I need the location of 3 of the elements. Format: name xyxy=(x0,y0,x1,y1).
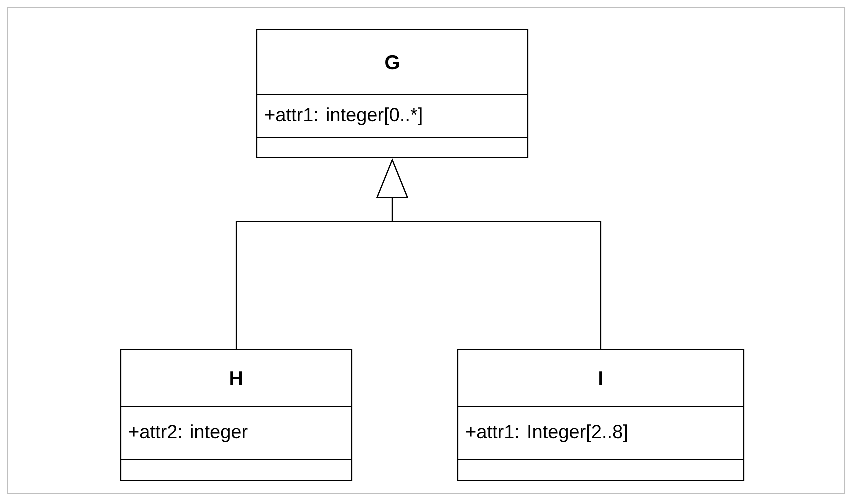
class-box: I +attr1: Integer[2..8] xyxy=(457,349,745,482)
class-box: G +attr1: integer[0..*] xyxy=(256,29,529,159)
class-box: H +attr2: integer xyxy=(120,349,353,482)
